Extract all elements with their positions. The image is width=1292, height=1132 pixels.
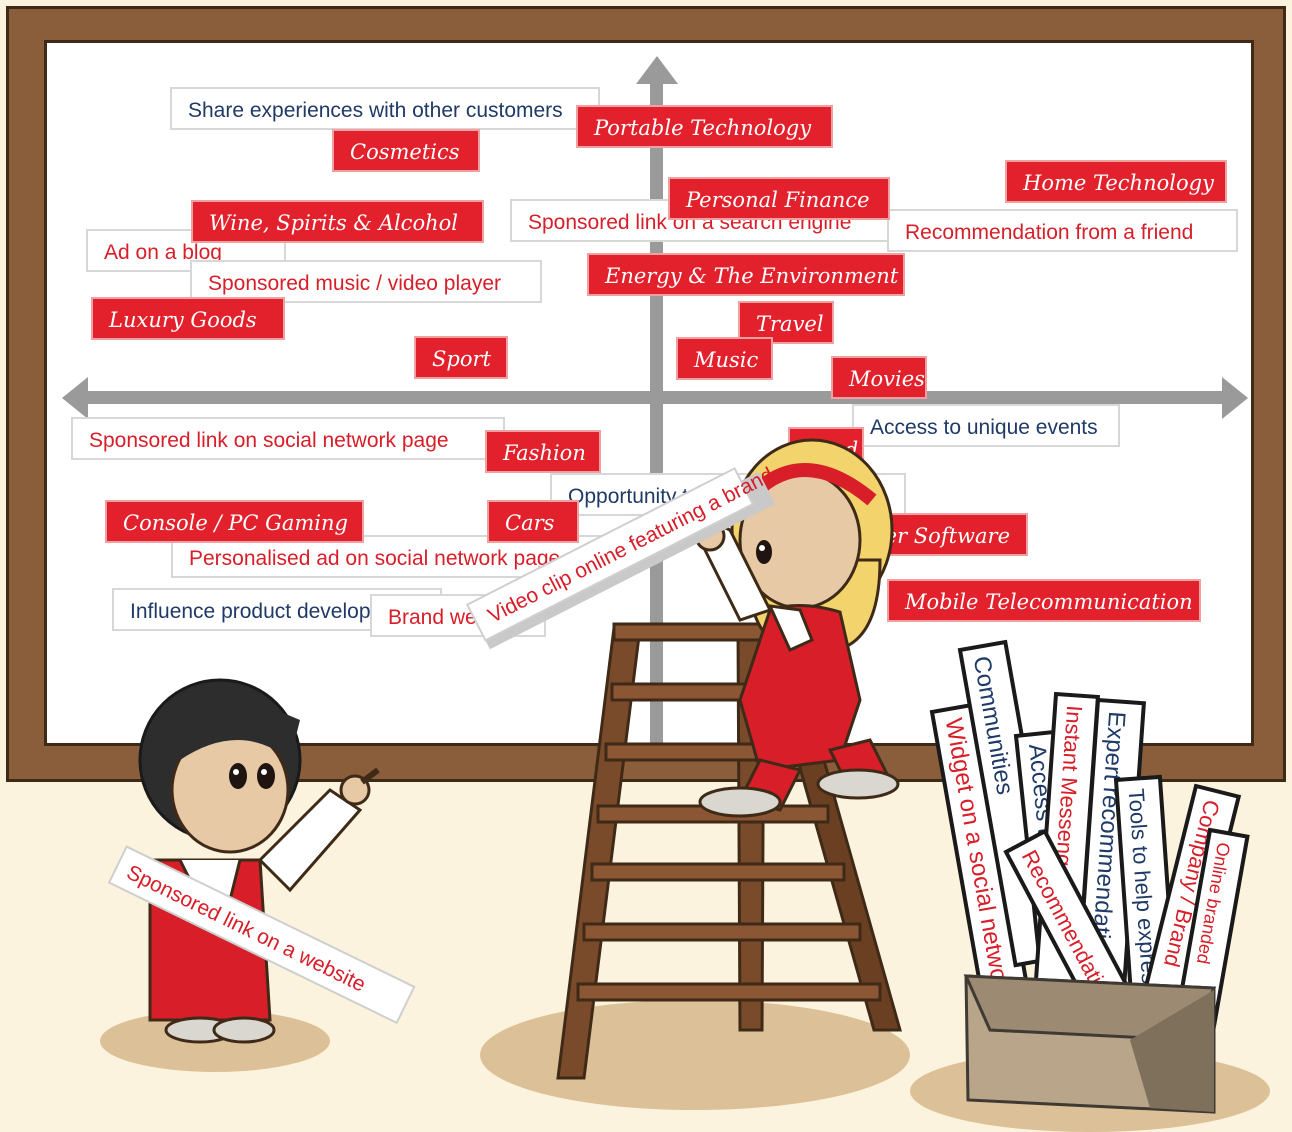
tag-music[interactable]: Music bbox=[676, 337, 773, 380]
tag-movies[interactable]: Movies bbox=[831, 356, 927, 399]
tag-cars[interactable]: Cars bbox=[487, 500, 579, 543]
vertical-axis bbox=[650, 70, 663, 760]
tag-sponsored-music-player[interactable]: Sponsored music / video player bbox=[190, 260, 542, 303]
tag-recommendation-friend[interactable]: Recommendation from a friend bbox=[887, 209, 1238, 252]
tag-fashion[interactable]: Fashion bbox=[485, 430, 601, 473]
girl-character-icon bbox=[694, 438, 900, 818]
arrow-up-icon bbox=[636, 56, 678, 84]
tag-home-technology[interactable]: Home Technology bbox=[1005, 160, 1227, 203]
tag-travel[interactable]: Travel bbox=[738, 301, 834, 344]
tag-console-gaming[interactable]: Console / PC Gaming bbox=[105, 500, 364, 543]
tag-luxury-goods[interactable]: Luxury Goods bbox=[91, 297, 285, 340]
tag-share-experiences[interactable]: Share experiences with other customers bbox=[170, 87, 600, 130]
tag-cosmetics[interactable]: Cosmetics bbox=[332, 129, 480, 172]
tag-sport[interactable]: Sport bbox=[414, 336, 508, 379]
arrow-left-icon bbox=[62, 377, 88, 419]
ladder-floor-shadow bbox=[480, 1000, 910, 1110]
boy-character-icon bbox=[138, 678, 380, 1044]
tag-access-unique-events[interactable]: Access to unique events bbox=[852, 404, 1120, 447]
tag-personal-finance[interactable]: Personal Finance bbox=[668, 177, 890, 220]
arrow-right-icon bbox=[1222, 377, 1248, 419]
cardboard-box-icon: Widget on a social network Communities A… bbox=[929, 639, 1250, 1114]
tag-sponsored-social[interactable]: Sponsored link on social network page bbox=[71, 417, 505, 460]
tag-wine-spirits[interactable]: Wine, Spirits & Alcohol bbox=[191, 200, 484, 243]
tag-portable-technology[interactable]: Portable Technology bbox=[576, 105, 833, 148]
tag-mobile-telecommunication[interactable]: Mobile Telecommunication bbox=[887, 579, 1201, 622]
horizontal-axis bbox=[80, 391, 1230, 404]
tag-energy-environment[interactable]: Energy & The Environment bbox=[587, 253, 905, 296]
